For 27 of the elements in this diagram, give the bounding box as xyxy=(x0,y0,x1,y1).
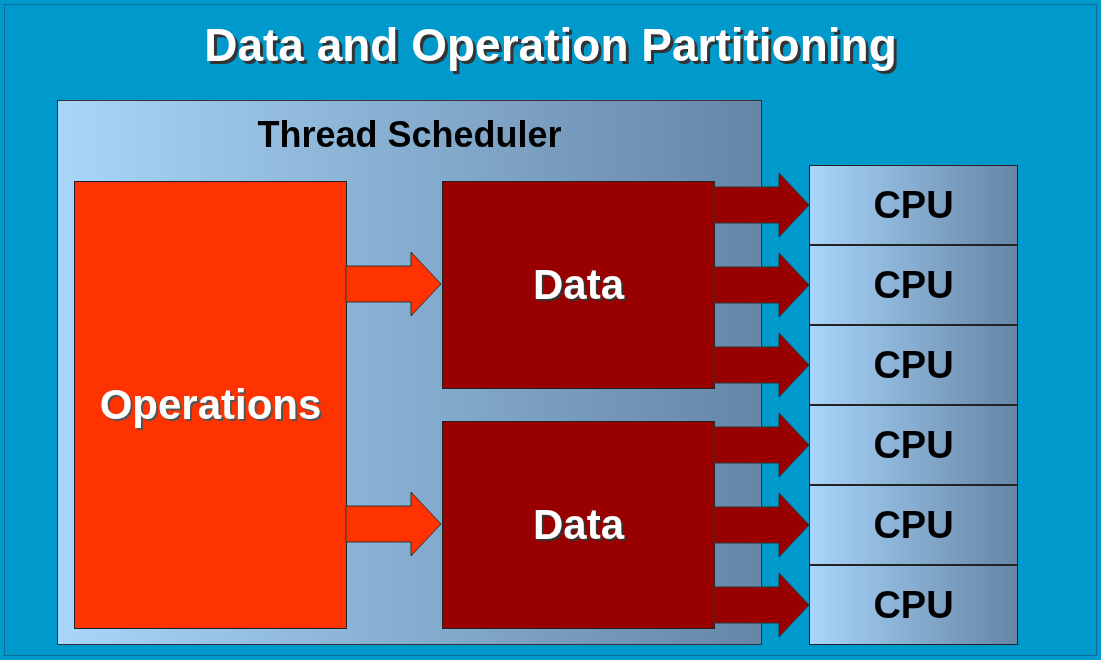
operations-box xyxy=(74,181,347,629)
block-arrow xyxy=(713,252,810,318)
block-arrow xyxy=(713,332,810,398)
node-label: Data xyxy=(532,504,624,546)
cpu-box xyxy=(809,325,1018,405)
node-label: CPU xyxy=(873,186,954,224)
cpu-box xyxy=(809,565,1018,645)
cpu-box xyxy=(809,165,1018,245)
block-arrow xyxy=(713,572,810,638)
cpu-box xyxy=(809,405,1018,485)
cpu-box xyxy=(809,485,1018,565)
data-box xyxy=(442,421,715,629)
block-arrow xyxy=(713,492,810,558)
data-box xyxy=(442,181,715,389)
node-label: Data xyxy=(532,264,624,306)
block-arrow xyxy=(713,172,810,238)
node-label: CPU xyxy=(873,426,954,464)
cpu-box xyxy=(809,245,1018,325)
block-arrow xyxy=(345,491,442,557)
node-label: CPU xyxy=(873,506,954,544)
block-arrow xyxy=(345,251,442,317)
scheduler-panel xyxy=(57,100,762,645)
node-label: CPU xyxy=(873,266,954,304)
node-label: CPU xyxy=(873,346,954,384)
block-arrow xyxy=(713,412,810,478)
node-label: Operations xyxy=(99,384,322,426)
node-label: CPU xyxy=(873,586,954,624)
